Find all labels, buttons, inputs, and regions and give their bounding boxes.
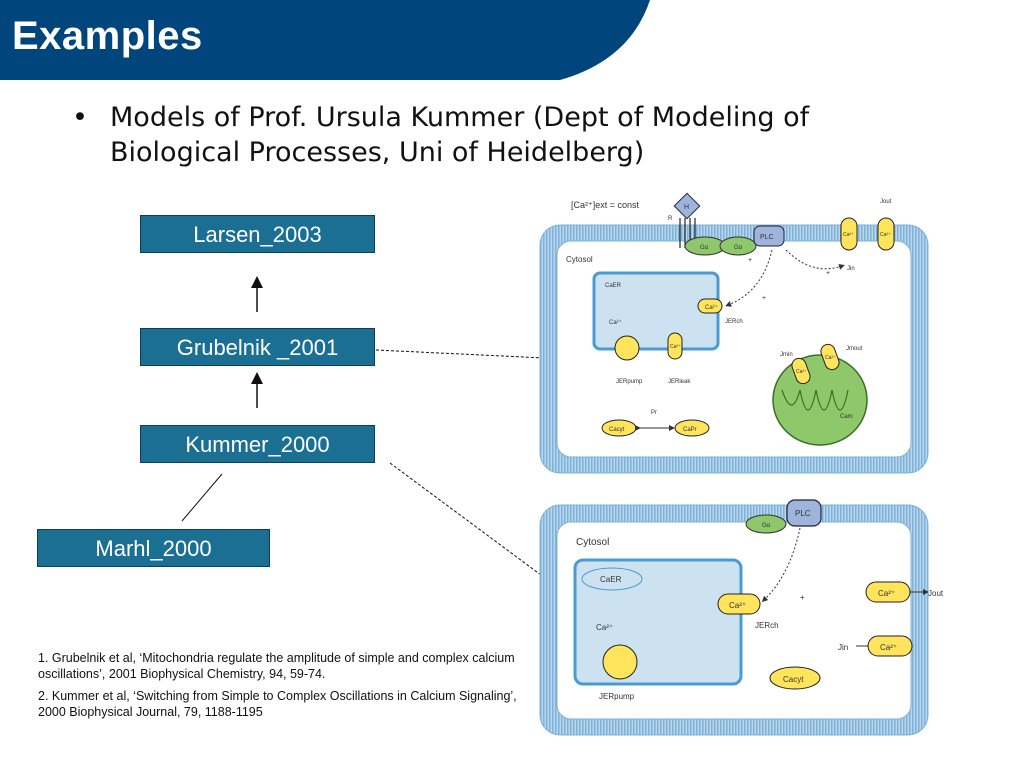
- galpha-label-2: Gα: [734, 245, 743, 251]
- j-erpump-label-bottom: JERpump: [599, 692, 635, 701]
- hormone-label: H: [684, 204, 689, 211]
- model-box-marhl: Marhl_2000: [37, 529, 270, 567]
- j-erleak-label: JERleak: [668, 379, 691, 385]
- leak-channel-top: [667, 332, 683, 360]
- mitochondrion-icon: [772, 354, 868, 446]
- plus-sign-top-1: +: [762, 295, 766, 302]
- ca-cyt-icon-bottom: [769, 666, 821, 690]
- bullet-marker: •: [72, 102, 88, 133]
- receptor-icon: [679, 218, 696, 248]
- cell-diagram-top: [Ca²⁺]ext = const Cytosol H R Gα Gα PLC …: [539, 192, 929, 474]
- reference-2: 2. Kummer et al, ‘Switching from Simple …: [38, 689, 517, 719]
- pr-label: Pr: [651, 410, 657, 416]
- model-box-larsen: Larsen_2003: [140, 215, 375, 253]
- plus-sign-bottom: +: [800, 593, 805, 602]
- ca-er-outline: [581, 567, 643, 591]
- j-min-label: Jmin: [780, 352, 793, 358]
- references: 1. Grubelnik et al, ‘Mitochondria regula…: [38, 650, 518, 726]
- plc-label-bottom: PLC: [795, 509, 811, 518]
- erch-channel-bottom: [717, 593, 761, 615]
- mito-channel-1: [791, 357, 811, 385]
- erch-channel-label-bottom: Ca²⁺: [729, 601, 746, 610]
- plc-influx-arrow-top: [785, 249, 845, 270]
- mito-channel-2: [820, 343, 840, 371]
- dashed-connector-grubelnik: [375, 349, 546, 359]
- out-channel-label-bottom: Ca²⁺: [878, 589, 895, 598]
- ca-m-label: Cam: [840, 414, 853, 420]
- leak-channel-label: Ca²⁺: [670, 344, 681, 350]
- title-banner: [0, 0, 650, 80]
- galpha-label-1: Gα: [700, 245, 709, 251]
- ca-pr-label: CaPr: [683, 427, 697, 433]
- j-in-label-top: Jin: [847, 266, 855, 272]
- pump-icon-bottom: [602, 644, 638, 680]
- plc-label-top: PLC: [760, 234, 774, 241]
- ca2-label-bottom: Ca²⁺: [596, 623, 613, 632]
- out-channel-label-top: Ca²⁺: [880, 232, 891, 238]
- galpha-icon-2: [719, 236, 757, 256]
- j-out-label-bottom: Jout: [928, 589, 944, 598]
- ext-calcium-label: [Ca²⁺]ext = const: [571, 200, 640, 210]
- model-box-grubelnik: Grubelnik _2001: [140, 328, 375, 366]
- ca-er-label-bottom: CaER: [600, 575, 622, 584]
- dashed-connector-kummer: [389, 462, 546, 579]
- mitochondrion-cristae: [781, 389, 849, 411]
- erch-channel-label-top: Ca²⁺: [705, 304, 718, 311]
- j-erch-label-top: JERch: [725, 319, 743, 325]
- model-box-kummer: Kummer_2000: [140, 425, 375, 463]
- plc-icon-bottom: [786, 499, 822, 527]
- out-channel-top: [877, 217, 895, 251]
- j-mout-label: Jmout: [846, 346, 863, 352]
- receptor-label: R: [668, 216, 673, 222]
- ca-cyt-label-bottom: Cacyt: [783, 675, 804, 684]
- galpha-label-bottom: Gα: [762, 523, 771, 529]
- ca2-label-top: Ca²⁺: [609, 319, 622, 326]
- in-channel-label-top: Ca²⁺: [843, 232, 854, 238]
- pump-icon-top: [614, 335, 640, 361]
- bullet-text: Models of Prof. Ursula Kummer (Dept of M…: [110, 102, 810, 168]
- hormone-icon: [673, 192, 701, 220]
- ca-pr-icon: [674, 419, 710, 437]
- plus-sign-top-3: +: [748, 257, 752, 264]
- j-erpump-label-top: JERpump: [616, 379, 643, 385]
- line-marhl-to-kummer: [181, 473, 223, 522]
- reference-1: 1. Grubelnik et al, ‘Mitochondria regula…: [38, 651, 515, 681]
- j-out-label-top: Jout: [880, 199, 892, 205]
- plc-regulation-arrow-bottom: [761, 527, 801, 603]
- mito-channel-label-2: Ca²⁺: [825, 355, 836, 361]
- plus-sign-top-2: +: [826, 270, 830, 277]
- cytosol-label-bottom: Cytosol: [576, 537, 609, 548]
- ca-er-label-top: CaER: [605, 283, 622, 289]
- cytosol-label-top: Cytosol: [566, 255, 593, 264]
- j-in-label-bottom: Jin: [838, 643, 848, 652]
- j-erch-label-bottom: JERch: [755, 621, 779, 630]
- cell-diagram-bottom: Cytosol PLC Gα CaER Ca²⁺ JERpump Ca²⁺ JE…: [539, 499, 944, 736]
- ca-cyt-label-top: Cacyt: [609, 427, 625, 433]
- plc-icon-top: [753, 225, 785, 247]
- galpha-icon-bottom: [745, 514, 787, 534]
- in-channel-top: [840, 217, 858, 251]
- erch-channel-top: [697, 298, 723, 314]
- mito-channel-label-1: Ca²⁺: [796, 369, 807, 375]
- in-channel-label-bottom: Ca²⁺: [880, 643, 897, 652]
- slide-title: Examples: [12, 14, 203, 58]
